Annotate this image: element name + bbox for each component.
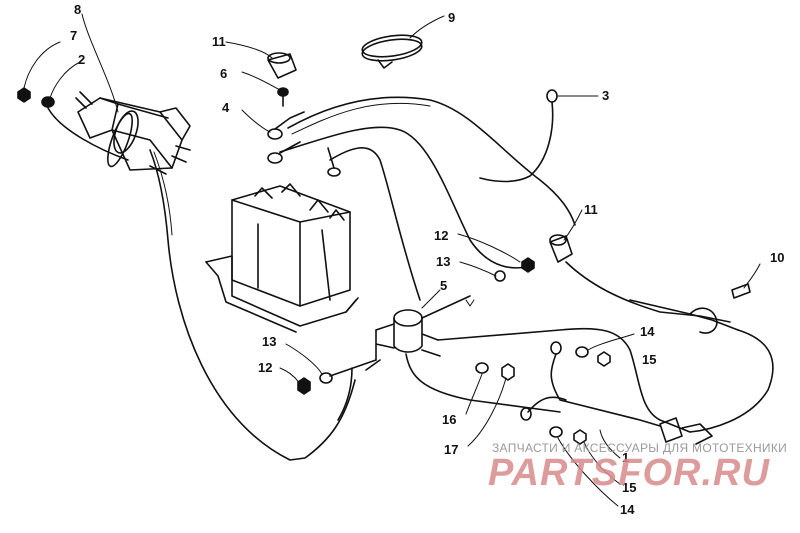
callout-14b: 14: [620, 502, 635, 517]
terminal-washer-4: [267, 111, 305, 164]
terminal-cap-11b: [549, 234, 731, 323]
callout-8: 8: [74, 2, 81, 17]
solenoid-cable-left: [329, 359, 377, 377]
solenoid-cable-right: [437, 327, 691, 433]
solenoid-cable-down: [405, 353, 561, 413]
callout-17: 17: [444, 442, 458, 457]
callout-16: 16: [442, 412, 456, 427]
callout-15b: 15: [622, 480, 636, 495]
watermark-tagline: ЗАПЧАСТИ И АКСЕССУАРЫ ДЛЯ МОТОТЕХНИКИ: [492, 441, 788, 455]
washer-16: [475, 362, 489, 374]
washer-14-lower: [549, 426, 563, 438]
nut-12-upper: [521, 257, 535, 273]
callout-7: 7: [70, 28, 77, 43]
callout-15: 15: [642, 352, 656, 367]
callout-3: 3: [602, 88, 609, 103]
leader-lines: [23, 13, 761, 507]
callout-9: 9: [448, 10, 455, 25]
callout-11b: 11: [584, 202, 598, 217]
bolt-6: [277, 87, 289, 107]
nut-15-upper: [597, 351, 611, 367]
callout-6: 6: [220, 66, 227, 81]
battery-cable-a: [287, 96, 576, 226]
starter-motor: [75, 91, 191, 175]
nut-7: [17, 87, 31, 103]
solenoid-cable-top: [421, 295, 471, 319]
washer-13-lower: [319, 372, 333, 384]
callout-10: 10: [770, 250, 784, 265]
hose-clamp-9: [361, 34, 423, 69]
battery: [231, 183, 351, 307]
terminal-4b: [327, 147, 341, 177]
nut-17: [501, 363, 515, 381]
callout-12: 12: [434, 228, 448, 243]
nut-15-lower: [573, 429, 587, 445]
callout-13: 13: [436, 254, 450, 269]
solenoid-5: [365, 309, 441, 371]
callout-13b: 13: [262, 334, 276, 349]
ground-cable-3: [479, 89, 558, 183]
callout-14: 14: [640, 324, 655, 339]
callout-1: 1: [622, 450, 629, 465]
callout-4: 4: [222, 100, 230, 115]
clamp-band-8: [107, 112, 133, 168]
washer-2: [41, 96, 129, 161]
callout-5: 5: [440, 278, 447, 293]
battery-tray: [205, 255, 359, 333]
nut-12-lower: [297, 377, 311, 395]
battery-cable-b: [279, 126, 531, 269]
wire-harness-1: [520, 353, 713, 445]
callout-2: 2: [78, 52, 85, 67]
battery-cable-c: [329, 147, 421, 301]
callout-11: 11: [212, 34, 226, 49]
callout-12b: 12: [258, 360, 272, 375]
terminal-cap-11: [267, 52, 297, 79]
watermark-logo: PARTSFOR.RU: [488, 452, 770, 494]
fuse-holder-10: [629, 283, 774, 433]
starter-cable: [149, 149, 356, 461]
washer-14-upper: [575, 346, 589, 358]
